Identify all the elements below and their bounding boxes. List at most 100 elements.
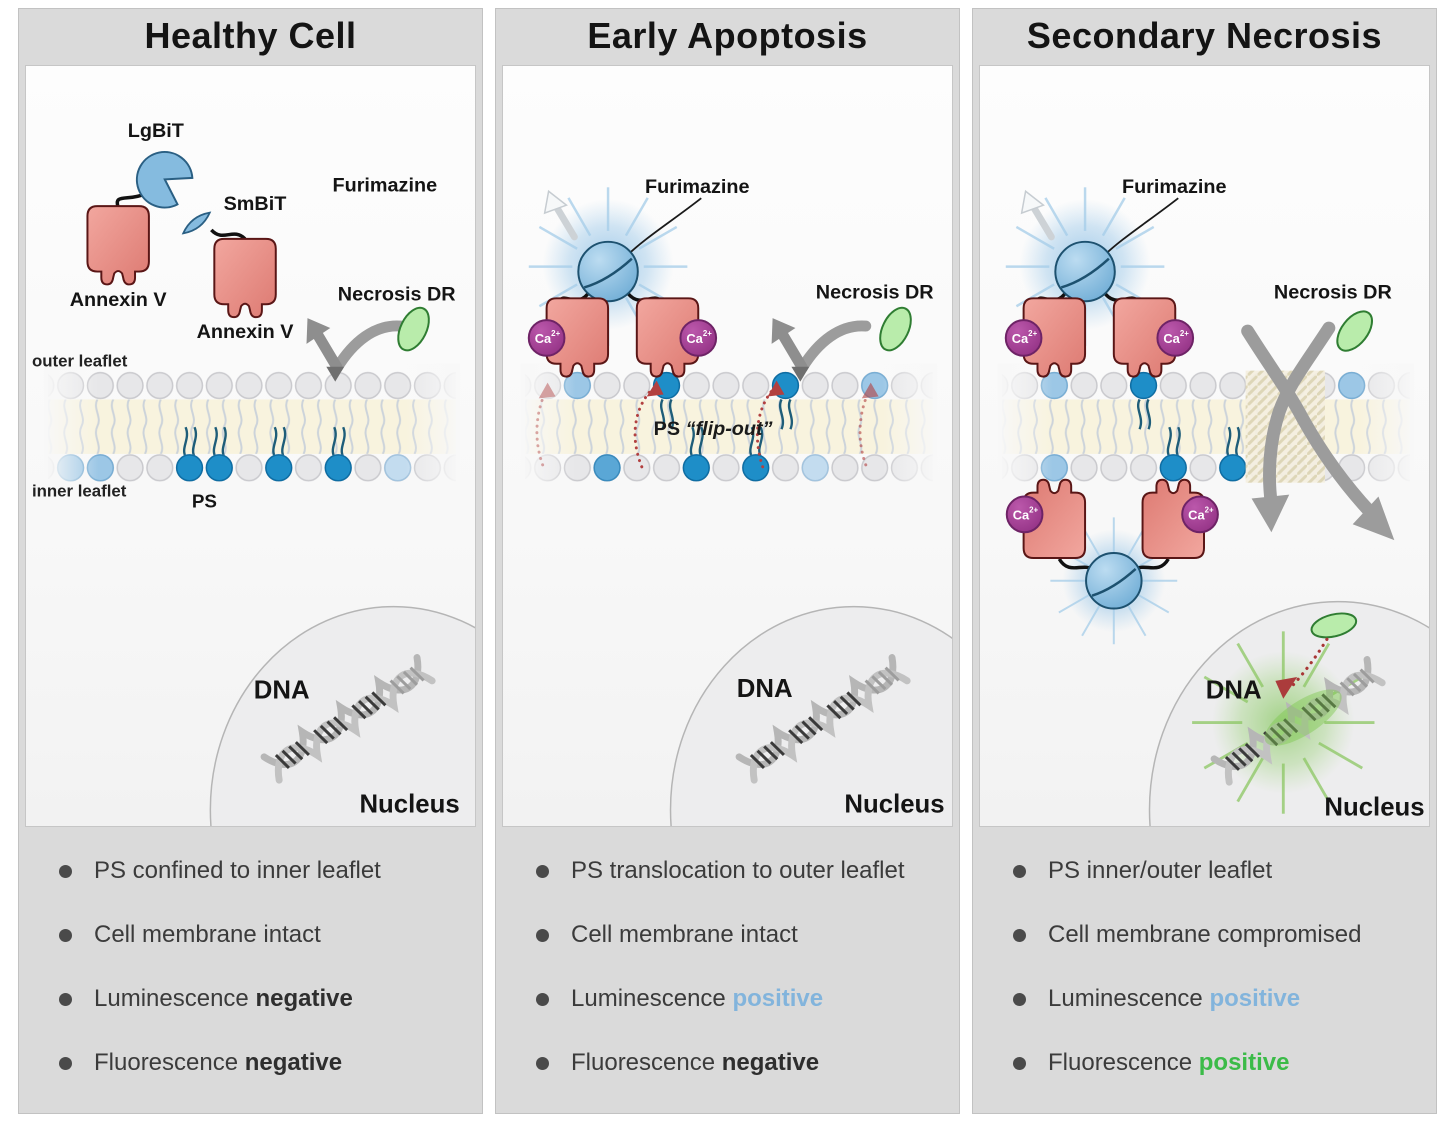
lgbit-shape bbox=[135, 151, 194, 209]
necrosis-dr-label: Necrosis DR bbox=[1274, 281, 1392, 303]
bullet-item: Fluorescence negative bbox=[502, 1049, 947, 1077]
ps-label: PS bbox=[192, 490, 217, 511]
nanobit-seam bbox=[583, 257, 633, 289]
bullet-dot-icon bbox=[59, 1056, 72, 1070]
bullet-dot-icon bbox=[1013, 864, 1026, 878]
bullet-dot-icon bbox=[536, 992, 549, 1006]
emission-arrowhead-icon bbox=[543, 189, 568, 215]
bullet-item: Luminescence positive bbox=[502, 985, 947, 1013]
necrosis-dr-oval bbox=[879, 306, 912, 352]
bullet-dot-icon bbox=[59, 992, 72, 1006]
annexin-v-shape bbox=[86, 205, 150, 286]
panel-secondary-necrosis: Secondary Necrosis DNA Nucleus bbox=[972, 8, 1437, 1114]
lgbit-label: LgBiT bbox=[128, 120, 184, 142]
furimazine-pointer-line bbox=[625, 197, 702, 258]
secondary-necrosis-art: DNA Nucleus bbox=[997, 176, 1429, 826]
svg-text:Ca2+: Ca2+ bbox=[1188, 505, 1214, 522]
bullet-item: Cell membrane compromised bbox=[979, 921, 1424, 949]
panel-healthy-cell: Healthy Cell DNA Nucleus bbox=[18, 8, 483, 1114]
summary-list-secondary-necrosis: PS inner/outer leaflet Cell membrane com… bbox=[979, 831, 1430, 1107]
annexin-smbit-probe bbox=[181, 211, 277, 319]
bullet-dot-icon bbox=[1013, 1056, 1026, 1070]
bullet-item: Cell membrane intact bbox=[502, 921, 947, 949]
nucleus-label: Nucleus bbox=[844, 791, 944, 819]
flip-out-arrows bbox=[535, 380, 879, 469]
svg-text:Ca2+: Ca2+ bbox=[1012, 329, 1038, 346]
dna-label: DNA bbox=[1206, 677, 1262, 705]
nucleus: DNA Nucleus bbox=[209, 605, 475, 826]
dna-label: DNA bbox=[737, 675, 793, 703]
bullet-item: Fluorescence negative bbox=[25, 1049, 470, 1077]
nanobit-sphere bbox=[1085, 552, 1143, 610]
svg-text:Ca2+: Ca2+ bbox=[686, 329, 712, 346]
summary-list-healthy-cell: PS confined to inner leaflet Cell membra… bbox=[25, 831, 476, 1107]
entry-arrowhead-icon bbox=[1352, 496, 1395, 541]
bullet-item: Cell membrane intact bbox=[25, 921, 470, 949]
linker bbox=[210, 228, 247, 241]
bullet-item: Fluorescence positive bbox=[979, 1049, 1424, 1077]
dr-binding-arrowhead-icon bbox=[1275, 676, 1298, 699]
ca-badge: Ca2+ bbox=[1156, 319, 1195, 357]
dna-green-stain bbox=[1264, 689, 1342, 746]
bullet-dot-icon bbox=[1013, 928, 1026, 942]
ca-badge: Ca2+ bbox=[1005, 495, 1044, 534]
bullet-dot-icon bbox=[536, 1056, 549, 1070]
inner-leaflet-label: inner leaflet bbox=[32, 482, 127, 501]
emission-arrow-icon bbox=[1030, 203, 1055, 241]
bullet-dot-icon bbox=[1013, 992, 1026, 1006]
furimazine-pointer-line bbox=[1102, 197, 1179, 258]
annexin-lgbit-probe bbox=[86, 151, 194, 286]
panel-title-healthy-cell: Healthy Cell bbox=[144, 15, 357, 56]
svg-text:Ca2+: Ca2+ bbox=[1013, 505, 1039, 522]
dr-binding-trail bbox=[1291, 637, 1329, 687]
cell-membrane bbox=[43, 363, 461, 487]
nanobit-luminescent-complex-outer: Ca2+ Ca2+ bbox=[1004, 186, 1195, 378]
ps-flip-out-label: PS “flip-out” bbox=[654, 418, 773, 440]
ca-badge: Ca2+ bbox=[1004, 319, 1043, 357]
entry-arrowhead-icon bbox=[1251, 494, 1290, 533]
cell-membrane bbox=[997, 363, 1415, 487]
bullet-dot-icon bbox=[59, 928, 72, 942]
ca-badge: Ca2+ bbox=[679, 319, 718, 357]
nanobit-luminescent-complex: Ca2+ Ca2+ bbox=[527, 186, 718, 378]
annexin-v-label: Annexin V bbox=[197, 321, 295, 343]
illustration-healthy-cell: DNA Nucleus bbox=[25, 65, 476, 827]
linker bbox=[115, 192, 145, 208]
annexin-v-label: Annexin V bbox=[70, 289, 168, 311]
bullet-dot-icon bbox=[59, 864, 72, 878]
bullet-item: Luminescence negative bbox=[25, 985, 470, 1013]
illustration-early-apoptosis: DNA Nucleus bbox=[502, 65, 953, 827]
bullet-item: Luminescence positive bbox=[979, 985, 1424, 1013]
summary-list-early-apoptosis: PS translocation to outer leaflet Cell m… bbox=[502, 831, 953, 1107]
nucleus-label: Nucleus bbox=[359, 791, 459, 819]
nucleus: DNA Nucleus bbox=[1148, 600, 1429, 826]
emission-arrowhead-icon bbox=[1020, 189, 1045, 215]
illustration-secondary-necrosis: DNA Nucleus bbox=[979, 65, 1430, 827]
necrosis-dr-oval-internal bbox=[1310, 612, 1358, 639]
bullet-item: PS confined to inner leaflet bbox=[25, 857, 470, 885]
bullet-dot-icon bbox=[536, 864, 549, 878]
ca-badge: Ca2+ bbox=[527, 319, 566, 357]
smbit-shape bbox=[181, 211, 212, 235]
nanobit-luminescent-complex-inner: Ca2+ Ca2+ bbox=[1005, 478, 1219, 646]
outer-leaflet-label: outer leaflet bbox=[32, 352, 128, 371]
svg-text:Ca2+: Ca2+ bbox=[535, 329, 561, 346]
healthy-cell-art: DNA Nucleus bbox=[32, 120, 475, 826]
panel-early-apoptosis: Early Apoptosis DNA Nucleus bbox=[495, 8, 960, 1114]
furimazine-label: Furimazine bbox=[645, 176, 750, 198]
smbit-label: SmBiT bbox=[224, 193, 287, 215]
bullet-item: PS inner/outer leaflet bbox=[979, 857, 1424, 885]
ca-badge: Ca2+ bbox=[1181, 495, 1219, 534]
necrosis-dr-label: Necrosis DR bbox=[816, 281, 934, 303]
necrosis-dr-oval bbox=[397, 306, 430, 352]
nanobit-sphere bbox=[577, 240, 639, 303]
early-apoptosis-art: DNA Nucleus bbox=[520, 176, 952, 826]
svg-text:Ca2+: Ca2+ bbox=[1163, 329, 1189, 346]
necrosis-dr-oval bbox=[1336, 310, 1373, 352]
bullet-item: PS translocation to outer leaflet bbox=[502, 857, 947, 885]
furimazine-label: Furimazine bbox=[1122, 176, 1227, 198]
membrane-entry-arrows bbox=[1241, 321, 1395, 541]
annexin-v-shape bbox=[213, 237, 277, 319]
nanobit-sphere bbox=[1054, 240, 1116, 303]
